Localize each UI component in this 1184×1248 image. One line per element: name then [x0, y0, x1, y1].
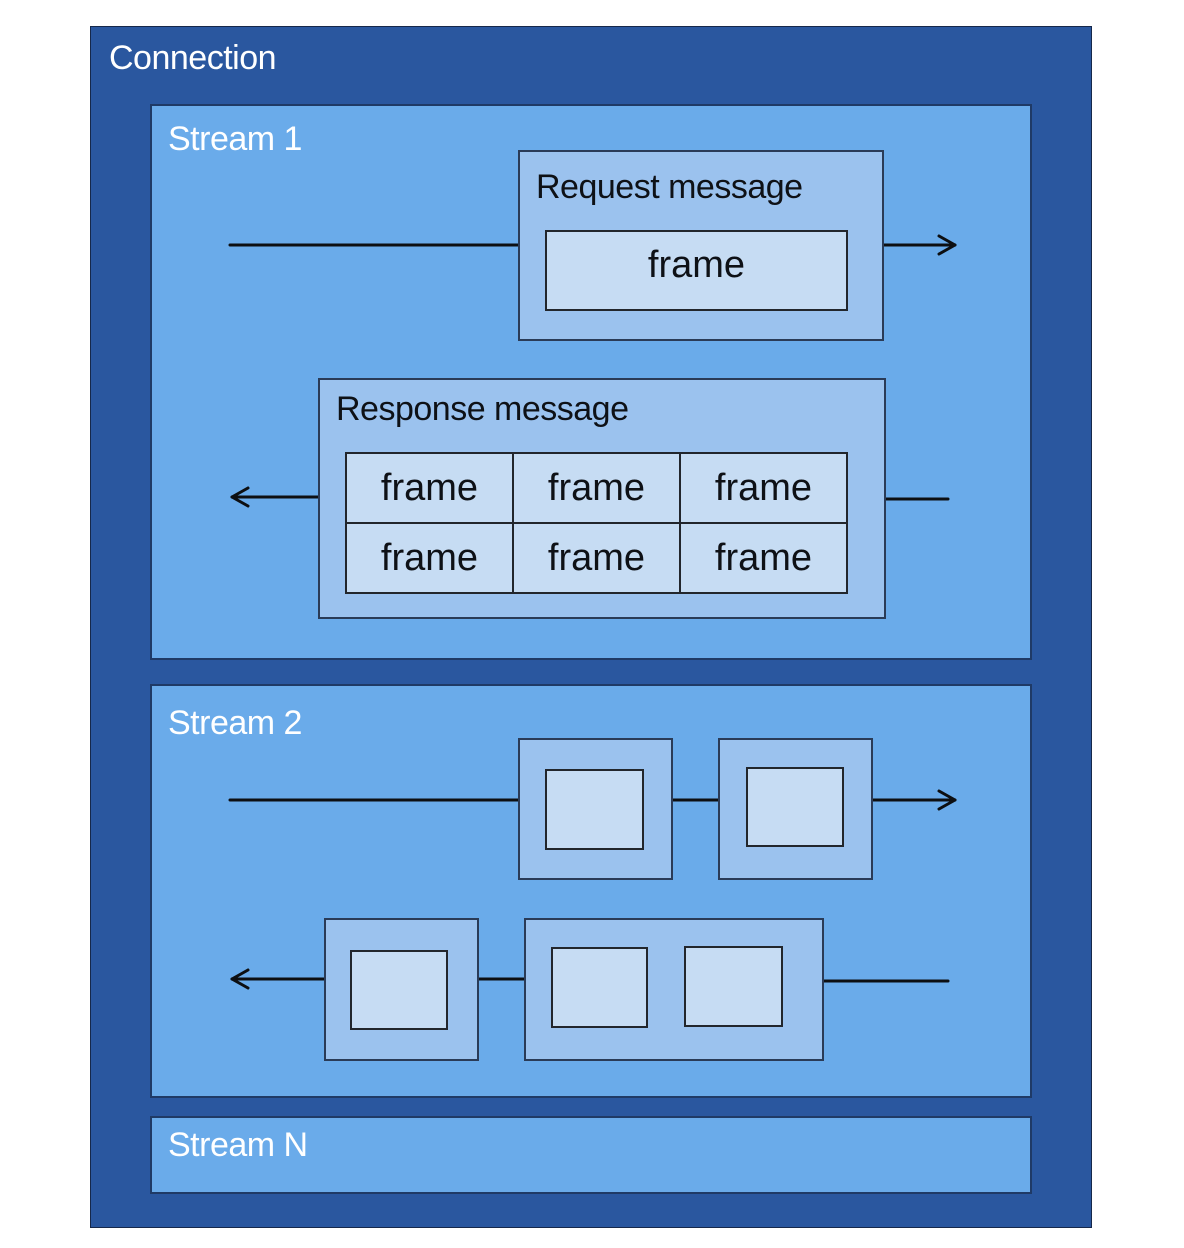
stream-2-frame	[551, 947, 648, 1028]
response-frame: frame	[679, 522, 848, 594]
stream-2-frame	[545, 769, 644, 850]
frame-label: frame	[380, 537, 479, 579]
stream-n-box: Stream N	[150, 1116, 1032, 1194]
connection-label: Connection	[109, 39, 277, 77]
stream-2-frame	[746, 767, 844, 847]
stream-2-frame	[350, 950, 448, 1030]
stream-2-frame	[684, 946, 783, 1027]
request-message-label: Request message	[536, 168, 803, 206]
response-frame: frame	[345, 452, 514, 524]
response-frame: frame	[512, 522, 681, 594]
request-frame: frame	[545, 230, 848, 311]
frame-label: frame	[714, 467, 813, 509]
stream-n-label: Stream N	[168, 1126, 308, 1164]
frame-label: frame	[380, 467, 479, 509]
frame-label: frame	[547, 467, 646, 509]
response-frame: frame	[345, 522, 514, 594]
stream-1-label: Stream 1	[168, 120, 302, 158]
response-message-label: Response message	[336, 390, 629, 428]
frame-label: frame	[714, 537, 813, 579]
stream-2-label: Stream 2	[168, 704, 302, 742]
frame-label: frame	[647, 244, 746, 286]
response-frame: frame	[679, 452, 848, 524]
response-frame: frame	[512, 452, 681, 524]
frame-label: frame	[547, 537, 646, 579]
